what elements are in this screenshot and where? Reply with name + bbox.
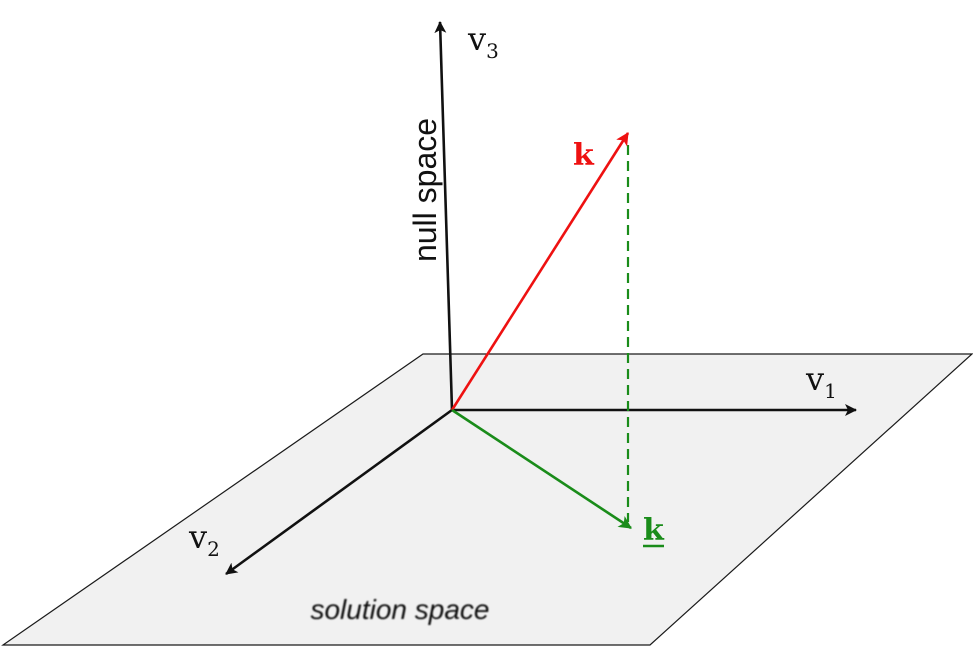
v2-label: v2 — [188, 518, 220, 561]
vector-k-projected-arrow — [451, 408, 632, 530]
solution-space-label: solution space — [310, 594, 489, 625]
null-space-label: null space — [407, 118, 443, 262]
v3-label: v3 — [467, 20, 499, 63]
v1-label: v1 — [805, 360, 837, 403]
v2-axis — [225, 408, 453, 576]
vector-k-arrow — [450, 132, 630, 411]
solution-space-plane — [1, 353, 973, 646]
vector-k-label: k — [573, 138, 595, 173]
v3-axis — [434, 21, 454, 411]
vector-k-projected-label: k — [643, 513, 665, 548]
